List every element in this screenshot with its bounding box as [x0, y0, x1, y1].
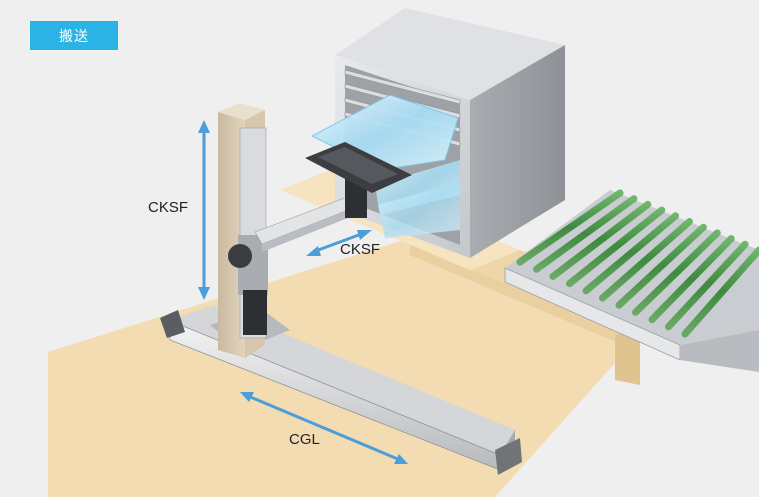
- conveyor-roller: [681, 246, 759, 338]
- double-arrow-horizontal-icon: [306, 230, 372, 256]
- conveyor-roller: [599, 218, 693, 302]
- conveyor-rollers: [516, 189, 759, 338]
- double-arrow-vertical-icon: [198, 120, 210, 300]
- horizontal-arm: [254, 142, 412, 252]
- conveyor-roller: [549, 200, 652, 280]
- conveyor-roller: [566, 206, 666, 288]
- roller-conveyor: [504, 189, 759, 372]
- conveyor-roller: [582, 212, 680, 295]
- conveyor-roller: [648, 235, 735, 324]
- double-arrow-diagonal-icon: [240, 392, 408, 464]
- horizontal-axis-label: CKSF: [340, 241, 381, 258]
- category-badge: 搬送: [30, 21, 118, 50]
- base-axis-label: CGL: [289, 431, 320, 448]
- vertical-axis-label: CKSF: [148, 199, 189, 216]
- conveyor-roller: [632, 229, 721, 316]
- conveyor-roller: [615, 223, 707, 309]
- motion-arrows: [198, 120, 408, 464]
- conveyor-roller: [533, 195, 638, 273]
- conveyor-roller: [516, 189, 624, 266]
- conveyor-roller: [665, 240, 749, 331]
